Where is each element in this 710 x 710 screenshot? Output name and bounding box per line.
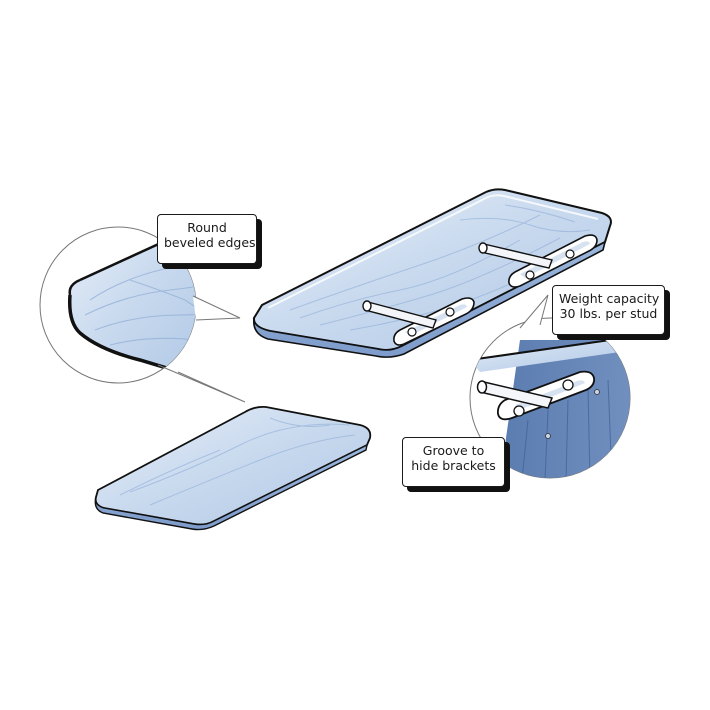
callout-line: 30 lbs. per stud (559, 306, 658, 321)
screw-icon (445, 307, 455, 317)
screw-icon (407, 327, 417, 337)
callout-line: hide brackets (411, 458, 496, 473)
main-shelf (252, 188, 612, 358)
callout-line: beveled edges (164, 235, 256, 250)
callout-round-beveled-edges: Round beveled edges (157, 214, 257, 264)
callout-weight-capacity: Weight capacity 30 lbs. per stud (552, 285, 665, 335)
screw-icon (513, 405, 525, 417)
callout-groove-hide-brackets: Groove to hide brackets (402, 437, 505, 487)
screw-icon (525, 270, 535, 280)
groove-pocket-back (508, 234, 598, 288)
magnifier-circle-right (469, 294, 631, 479)
callout-line: Weight capacity (559, 291, 660, 306)
steel-rod-icon (478, 242, 553, 269)
callout-line: Round (187, 220, 227, 235)
steel-rod-icon (362, 300, 437, 329)
bottom-shelf (94, 405, 372, 531)
callout-line: Groove to (422, 443, 485, 458)
screw-icon (562, 379, 574, 391)
screw-icon (565, 249, 575, 259)
